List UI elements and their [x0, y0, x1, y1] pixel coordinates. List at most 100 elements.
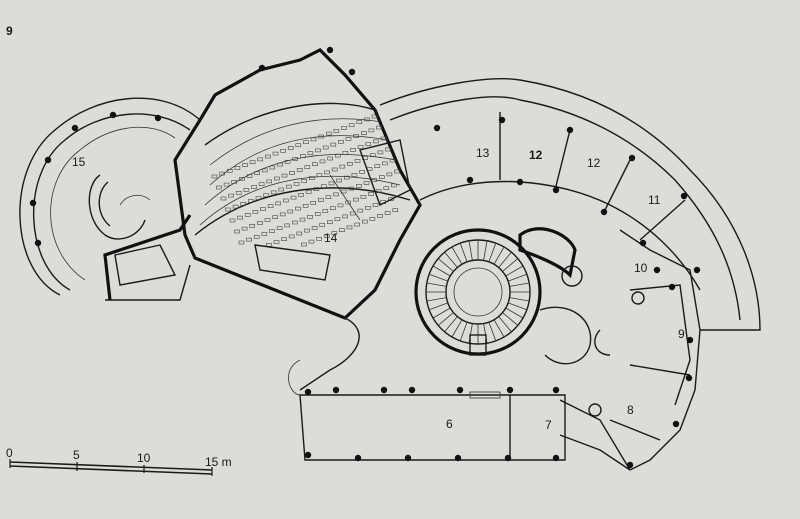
seat — [333, 192, 339, 197]
seat — [350, 148, 356, 152]
entrance-block — [288, 317, 566, 461]
seat — [345, 200, 352, 205]
seat — [216, 185, 222, 190]
seat — [348, 186, 355, 191]
room-10-label: 10 — [634, 261, 648, 275]
seat — [314, 212, 321, 216]
seat — [371, 114, 378, 119]
column — [408, 386, 416, 394]
seat — [246, 174, 253, 178]
seat — [253, 235, 260, 239]
seat — [269, 165, 276, 170]
column — [672, 420, 680, 428]
seating-rows — [211, 114, 400, 247]
stair-tread — [498, 251, 512, 268]
seat — [325, 131, 332, 136]
column — [433, 124, 441, 132]
column — [71, 124, 79, 132]
column — [348, 68, 356, 76]
seat — [386, 172, 393, 177]
seat — [272, 215, 278, 219]
seat — [368, 128, 375, 133]
seat — [235, 191, 242, 195]
seat — [284, 223, 291, 228]
seat — [299, 217, 306, 222]
seat — [354, 222, 361, 227]
seat — [359, 170, 365, 174]
column — [600, 208, 608, 216]
seat — [293, 182, 300, 186]
column — [304, 451, 312, 459]
seat — [361, 219, 368, 224]
seat — [330, 206, 336, 210]
seat — [322, 209, 329, 213]
seat — [382, 161, 388, 166]
seat — [211, 174, 218, 179]
seat — [351, 173, 358, 177]
stair-tread — [488, 242, 497, 263]
seat — [365, 206, 371, 210]
seat — [288, 234, 295, 239]
stair-tread — [502, 258, 519, 272]
seat — [244, 213, 251, 217]
seat — [289, 171, 295, 175]
stair-tread — [426, 297, 447, 302]
seat — [377, 214, 383, 218]
column — [326, 46, 334, 54]
column — [109, 111, 117, 119]
seat — [261, 168, 268, 173]
seat — [303, 140, 309, 144]
seat — [310, 201, 317, 205]
room-13-label: 13 — [476, 146, 490, 160]
scale-tick-0: 0 — [6, 446, 13, 460]
seat — [373, 139, 379, 144]
room-7-label: 7 — [545, 418, 552, 432]
seat — [316, 237, 322, 241]
seat — [269, 229, 275, 233]
stair-tread — [432, 265, 451, 277]
room-14-label: 14 — [324, 231, 338, 245]
seat — [321, 184, 327, 188]
seat — [364, 117, 370, 122]
stair-tread — [502, 312, 519, 326]
seat — [369, 153, 376, 157]
seat — [291, 220, 298, 225]
column — [304, 388, 312, 396]
stair-tread — [498, 316, 512, 333]
seat — [311, 226, 318, 230]
seat — [312, 162, 318, 166]
column — [466, 176, 474, 184]
room-12a-label: 12 — [529, 148, 543, 162]
seat — [232, 204, 239, 209]
scale-tick-10: 10 — [137, 451, 151, 465]
column — [693, 266, 701, 274]
column — [34, 239, 42, 247]
seat — [299, 154, 306, 158]
seat — [387, 197, 394, 201]
stair-tread — [428, 273, 449, 282]
seat — [300, 242, 307, 247]
seat — [219, 171, 225, 176]
seat — [281, 173, 288, 178]
seat — [316, 173, 323, 177]
stair-tread — [451, 246, 463, 265]
seat — [248, 199, 254, 203]
stair-tread — [432, 307, 451, 319]
room-labels: 15 14 13 12 12 11 10 9 8 7 6 — [72, 146, 685, 432]
seat — [272, 151, 279, 156]
column — [154, 114, 162, 122]
room-6-label: 6 — [446, 417, 453, 431]
seat — [392, 208, 399, 212]
stair-tread — [505, 265, 524, 277]
column — [686, 336, 694, 344]
east-wing — [559, 229, 701, 471]
stair-tread — [451, 319, 463, 338]
seat — [287, 146, 294, 150]
stair-tread — [468, 240, 473, 261]
seat — [304, 165, 311, 169]
room-12b-label: 12 — [587, 156, 601, 170]
seat — [220, 196, 227, 201]
seat — [277, 162, 283, 167]
seat — [282, 198, 289, 203]
stair-tread — [459, 321, 468, 342]
